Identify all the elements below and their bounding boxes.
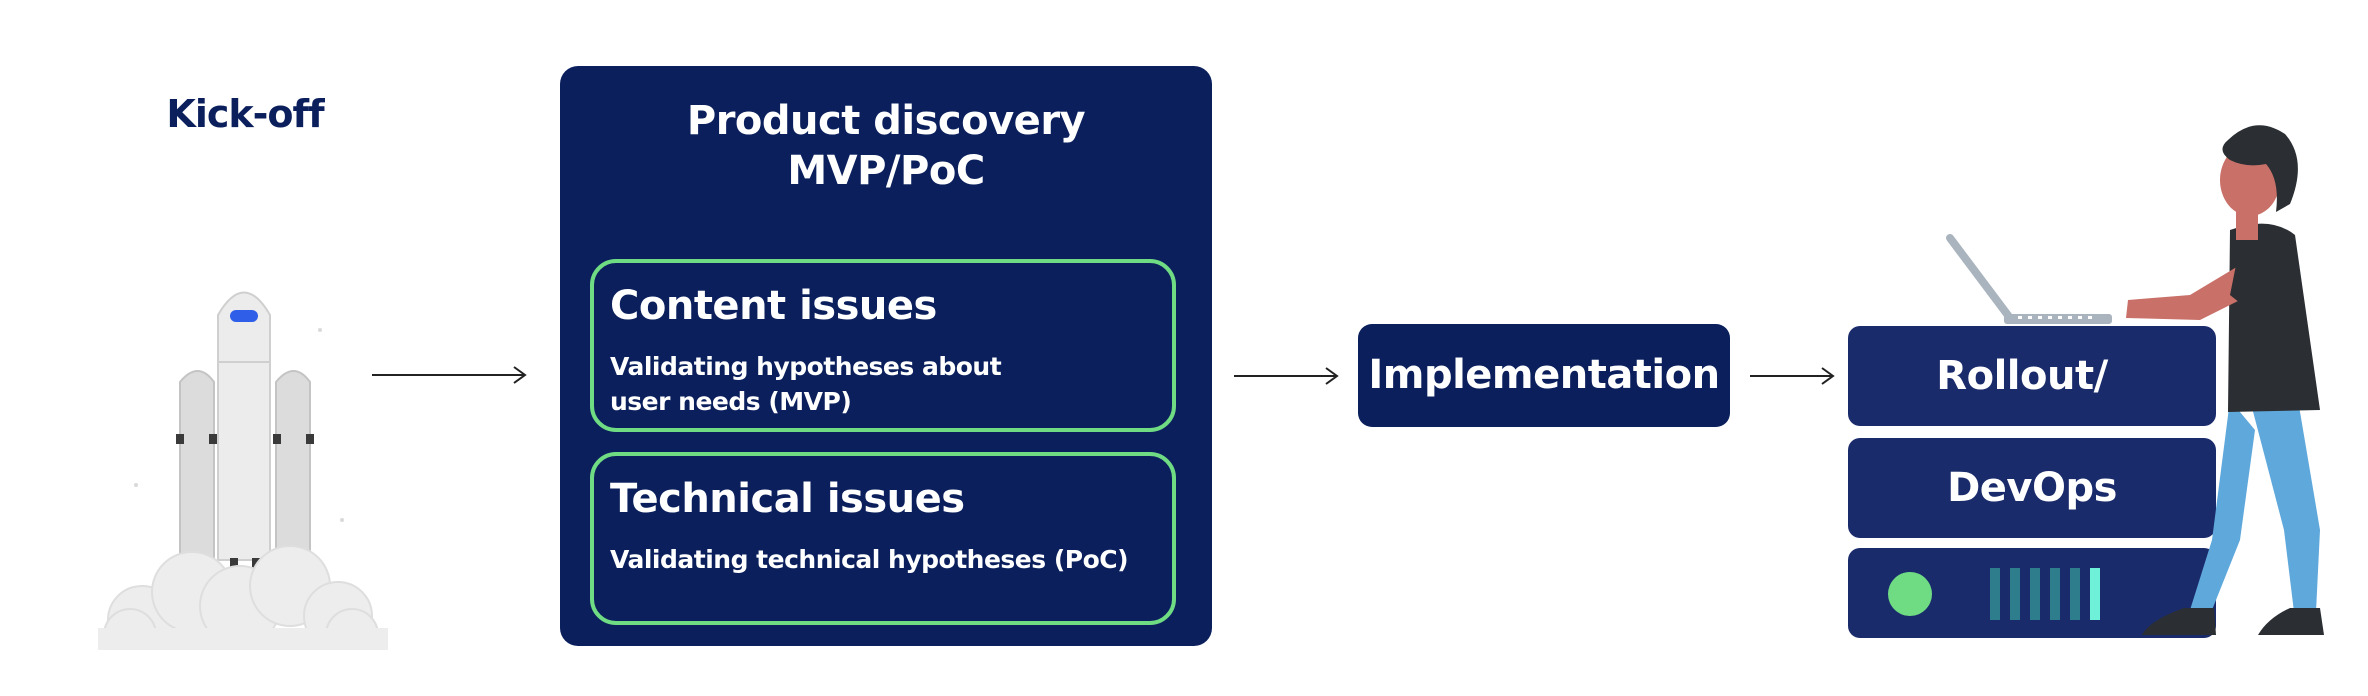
server-unit-devops: DevOps xyxy=(1848,438,2216,538)
activity-bar xyxy=(2010,568,2020,620)
implementation-box: Implementation xyxy=(1358,324,1730,427)
activity-bar xyxy=(2030,568,2040,620)
product-discovery-panel: Product discovery MVP/PoC Content issues… xyxy=(560,66,1212,646)
content-issues-description: Validating hypotheses about user needs (… xyxy=(610,352,1002,416)
kickoff-label: Kick-off xyxy=(166,92,324,136)
technical-issues-card: Technical issues Validating technical hy… xyxy=(590,452,1176,625)
product-discovery-title-line1: Product discovery xyxy=(686,98,1086,144)
rocket-core xyxy=(217,291,271,561)
rocket-icon xyxy=(98,291,388,650)
activity-bar xyxy=(2050,568,2060,620)
activity-bar xyxy=(1990,568,2000,620)
content-issues-title: Content issues xyxy=(610,283,937,329)
activity-bar xyxy=(2090,568,2100,620)
devops-label: DevOps xyxy=(1947,465,2117,511)
person-icon xyxy=(2126,125,2324,635)
arrow-right-icon xyxy=(1234,367,1339,385)
product-discovery-title: Product discovery MVP/PoC xyxy=(560,96,1212,196)
status-led-icon xyxy=(1888,572,1932,616)
rocket-booster-left xyxy=(176,370,217,561)
activity-bar xyxy=(2070,568,2080,620)
rollout-label: Rollout/ xyxy=(1936,353,2108,399)
technical-issues-description: Validating technical hypotheses (PoC) xyxy=(610,545,1129,574)
content-issues-card: Content issues Validating hypotheses abo… xyxy=(590,259,1176,432)
arrow-right-icon xyxy=(1750,367,1835,385)
server-unit-rollout: Rollout/ xyxy=(1848,326,2216,426)
technical-issues-title: Technical issues xyxy=(610,476,965,522)
product-discovery-title-line2: MVP/PoC xyxy=(787,148,985,194)
rocket-booster-right xyxy=(273,370,314,561)
laptop-icon xyxy=(1946,234,2112,324)
arrow-right-icon xyxy=(372,366,527,384)
